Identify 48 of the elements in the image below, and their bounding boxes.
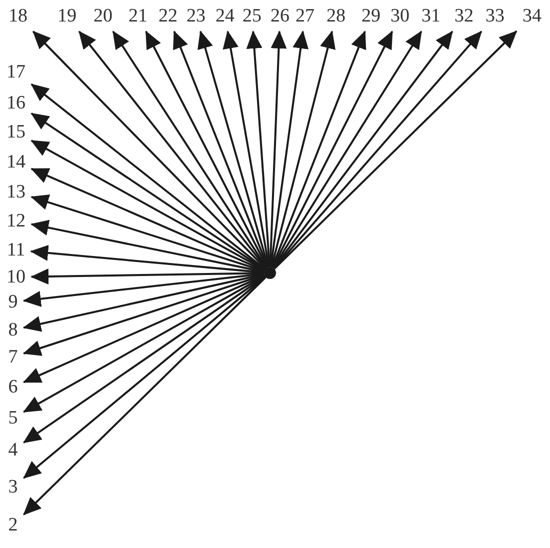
direction-number: 11 [6, 240, 26, 260]
direction-number: 3 [8, 478, 18, 496]
arrow [30, 244, 264, 274]
direction-number: 4 [8, 440, 18, 460]
direction-number: 31 [422, 6, 440, 26]
arrow [30, 194, 265, 272]
direction-number: 15 [6, 122, 26, 142]
arrow [30, 84, 266, 270]
arrow [145, 30, 268, 268]
direction-number: 5 [8, 408, 18, 428]
direction-number: 14 [6, 152, 26, 172]
arrow [22, 274, 265, 356]
direction-number: 16 [6, 94, 26, 112]
direction-number: 8 [8, 320, 18, 340]
direction-number: 21 [128, 6, 148, 26]
direction-number: 25 [242, 6, 262, 26]
arrow [270, 30, 336, 268]
arrow [270, 30, 309, 268]
direction-number: 24 [216, 6, 234, 26]
direction-number: 29 [362, 6, 380, 26]
direction-number: 7 [8, 348, 18, 366]
direction-number: 18 [8, 6, 28, 26]
direction-number: 28 [326, 6, 346, 26]
arrow [23, 276, 266, 516]
direction-number: 30 [390, 6, 410, 26]
direction-number: 34 [522, 6, 542, 26]
direction-number: 9 [8, 292, 18, 312]
direction-number: 10 [6, 268, 26, 286]
arrow [78, 30, 268, 269]
direction-number: 2 [8, 516, 18, 534]
direction-number: 26 [270, 6, 290, 26]
direction-number: 12 [6, 212, 26, 230]
arrow [32, 30, 267, 270]
arrow [198, 30, 270, 268]
direction-number: 33 [486, 6, 504, 26]
direction-number: 6 [8, 378, 18, 396]
direction-number: 13 [6, 182, 26, 202]
direction-number: 23 [186, 6, 206, 26]
direction-number: 22 [158, 6, 178, 26]
direction-number: 17 [6, 62, 26, 82]
direction-number: 27 [296, 6, 314, 26]
direction-number: 19 [58, 6, 76, 26]
arrow [269, 30, 287, 268]
direction-number: 32 [454, 6, 474, 26]
arrow [30, 220, 264, 273]
arrow [30, 268, 264, 285]
arrow [271, 30, 366, 268]
direction-number: 20 [94, 6, 112, 26]
